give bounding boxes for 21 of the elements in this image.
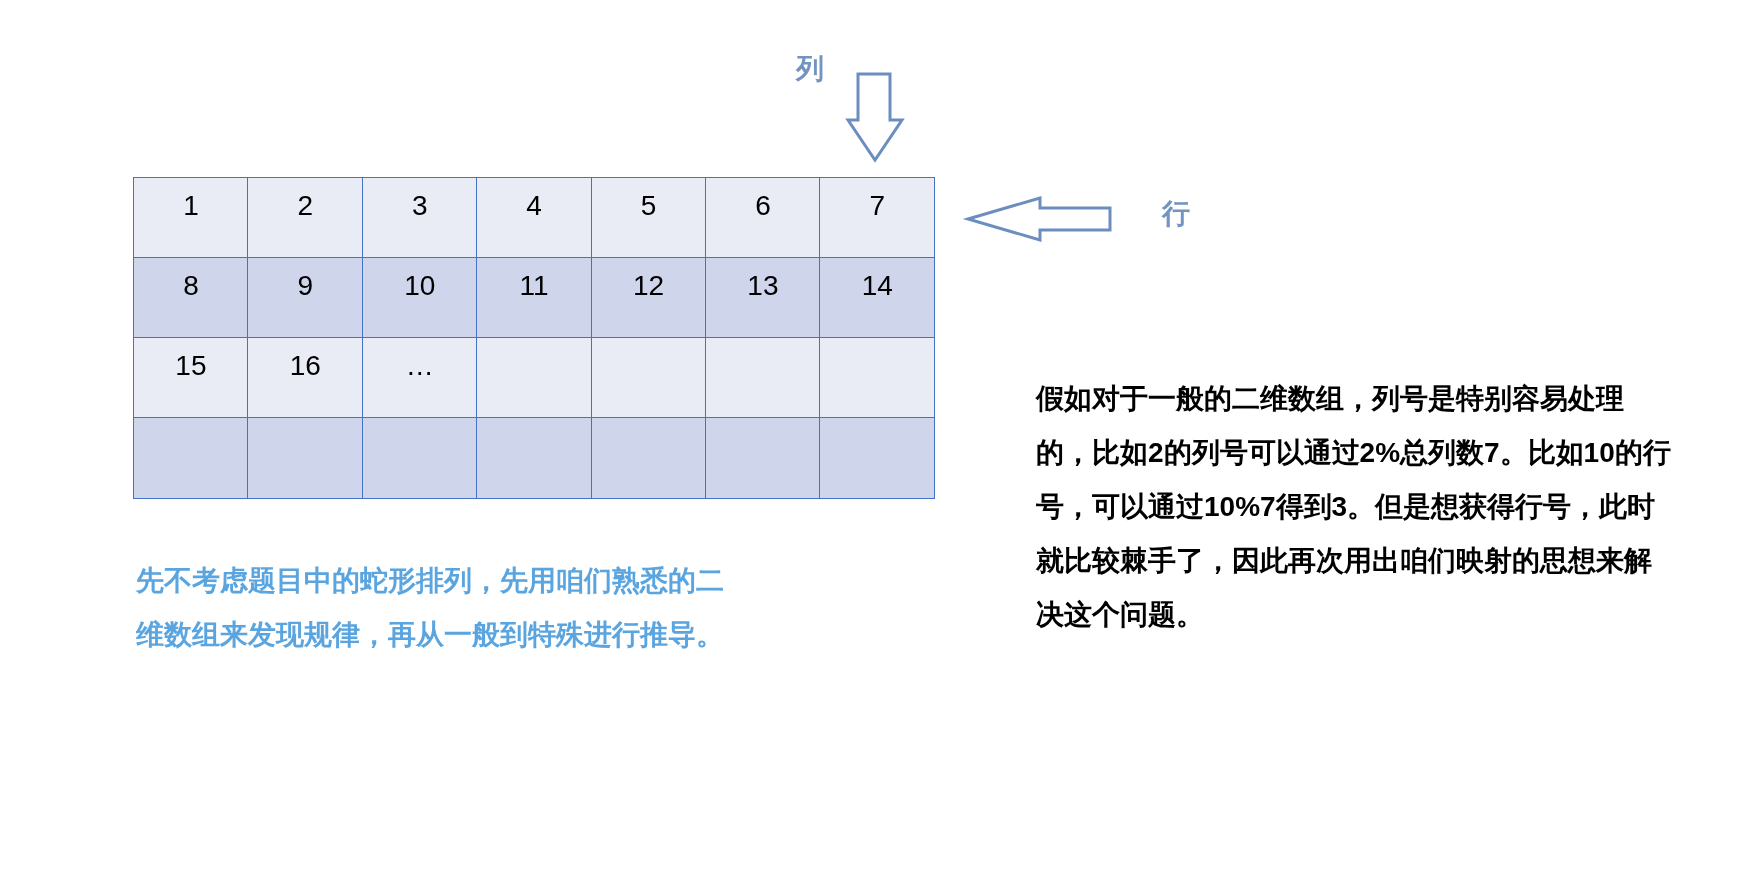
note-paragraph: 先不考虑题目中的蛇形排列，先用咱们熟悉的二维数组来发现规律，再从一般到特殊进行推导。: [136, 564, 725, 652]
note-paragraph: 假如对于一般的二维数组，列号是特别容易处理的，比如2的列号可以通过2%总列数7。比如10的行号，可以通过10%7得到3。但是想获得行号，此时就比较棘手了，因此再次用出咱们映射的思想来解决这个问题。: [1036, 382, 1672, 632]
table-cell: 3: [361, 177, 478, 259]
table-cell: 13: [705, 257, 821, 339]
table-cell: 9: [247, 257, 364, 339]
table-cell: 15: [133, 337, 249, 419]
table-cell: 10: [361, 257, 478, 339]
table-cell: 5: [590, 177, 707, 259]
table-cell: 7: [819, 177, 936, 259]
table-cell: 8: [133, 257, 249, 339]
table-cell: …: [361, 337, 478, 419]
table-cell: 12: [590, 257, 707, 339]
table-cell: 4: [476, 177, 593, 259]
table-cell: 6: [705, 177, 821, 259]
table-cell: 11: [476, 257, 593, 339]
table-cell: 2: [247, 177, 364, 259]
table-cell: 14: [819, 257, 936, 339]
axis-label: 行: [1162, 197, 1190, 231]
table-cell: 1: [133, 177, 249, 259]
table-cell: 16: [247, 337, 364, 419]
axis-label: 列: [796, 52, 824, 86]
